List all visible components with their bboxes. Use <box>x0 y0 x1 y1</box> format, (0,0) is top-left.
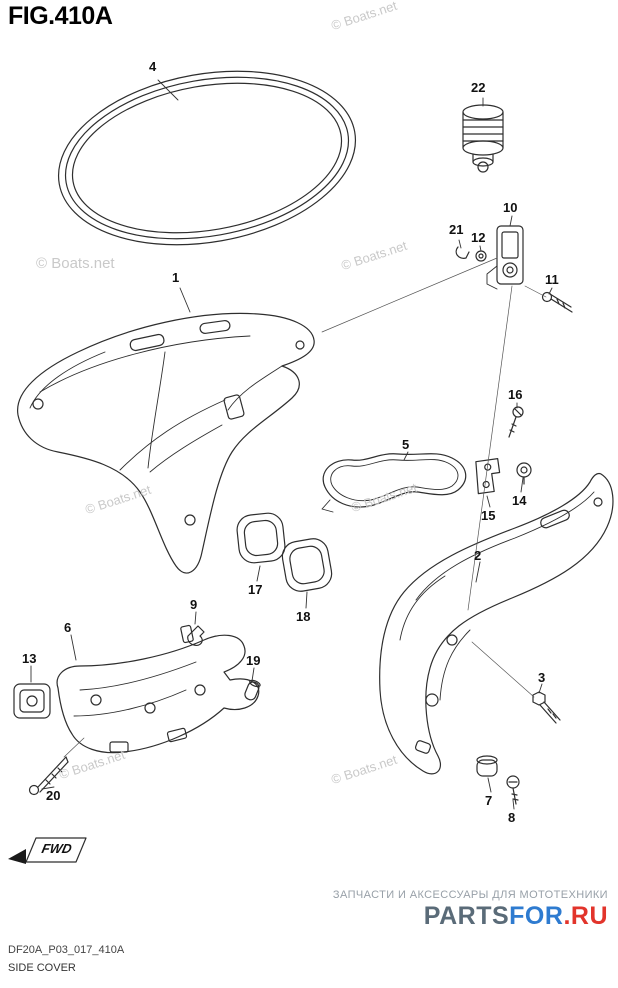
callout-20: 20 <box>46 788 61 803</box>
callout-3: 3 <box>538 670 546 685</box>
part-22-plug <box>462 104 504 173</box>
leader-lines <box>30 79 553 810</box>
callout-15: 15 <box>481 508 496 523</box>
part-2-side-cover-right <box>379 472 614 775</box>
callout-8: 8 <box>508 810 516 825</box>
part-9-hook <box>187 625 205 646</box>
part-7-grommet <box>476 755 498 777</box>
callout-6: 6 <box>64 620 72 635</box>
part-20-screw <box>28 756 69 796</box>
part-13-cap <box>13 683 51 719</box>
callout-19: 19 <box>246 653 261 668</box>
callout-11: 11 <box>545 272 559 287</box>
part-3-bolt <box>532 691 561 724</box>
vendor-logo-parts[interactable]: PARTS <box>423 902 510 930</box>
part-16-screw <box>508 406 524 438</box>
callout-4: 4 <box>149 59 157 74</box>
callout-7: 7 <box>485 793 493 808</box>
part-6-bracket <box>56 624 260 754</box>
vendor-tagline: ЗАПЧАСТИ И АКСЕССУАРЫ ДЛЯ МОТОТЕХНИКИ <box>332 889 608 901</box>
drawing-code: DF20A_P03_017_410A <box>8 944 125 956</box>
vendor-logo[interactable]: PARTSFOR.RU <box>423 902 608 931</box>
part-1-side-cover-left <box>17 312 315 574</box>
part-5-gasket <box>321 453 467 513</box>
callout-18: 18 <box>296 609 311 624</box>
callout-9: 9 <box>190 597 198 612</box>
part-21-clip <box>455 246 470 259</box>
callout-21: 21 <box>449 222 464 237</box>
part-17-clip <box>236 512 286 564</box>
callout-5: 5 <box>402 437 410 452</box>
part-12-washer <box>475 250 487 262</box>
callout-17: 17 <box>248 582 263 597</box>
part-8-screw <box>506 775 520 805</box>
figure-name: SIDE COVER <box>8 962 76 974</box>
part-4-seal <box>57 70 357 246</box>
part-14-grommet <box>516 462 532 485</box>
callout-10: 10 <box>503 200 518 215</box>
part-11-screw <box>541 291 573 313</box>
figure-title: FIG.410A <box>8 2 113 30</box>
vendor-logo-ru[interactable]: .RU <box>563 902 608 930</box>
callout-12: 12 <box>471 230 486 245</box>
part-19-pin <box>244 679 261 701</box>
vendor-logo-for[interactable]: FOR <box>509 902 564 930</box>
callout-13: 13 <box>22 651 37 666</box>
construction-lines <box>63 257 547 758</box>
fwd-mark <box>8 837 87 864</box>
part-18-clip <box>281 538 333 592</box>
fwd-label: FWD <box>40 841 74 856</box>
watermark: © Boats.net <box>36 255 115 272</box>
part-10-bracket <box>486 225 524 290</box>
callout-16: 16 <box>508 387 523 402</box>
callout-14: 14 <box>512 493 527 508</box>
callout-1: 1 <box>172 270 180 285</box>
callout-22: 22 <box>471 80 486 95</box>
callout-2: 2 <box>474 548 482 563</box>
